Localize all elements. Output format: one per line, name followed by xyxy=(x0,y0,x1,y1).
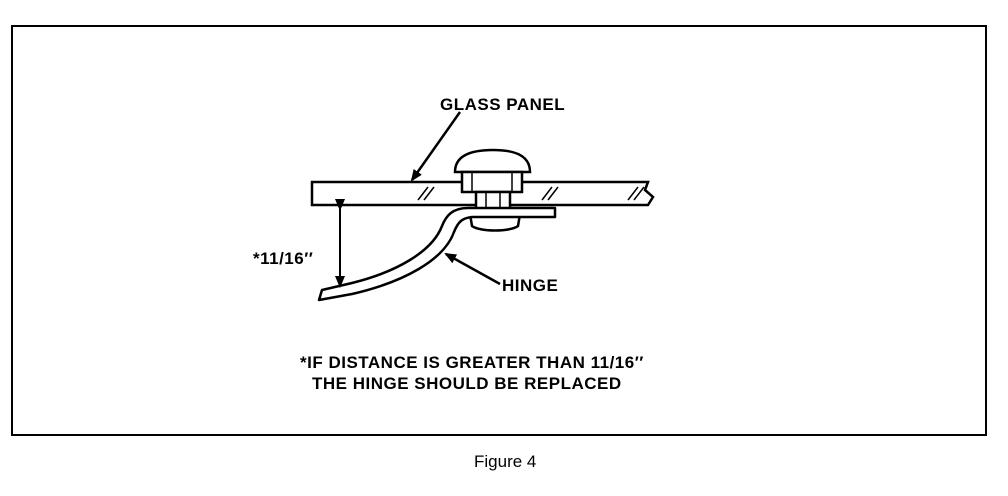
figure-frame xyxy=(11,25,987,436)
hinge-label: HINGE xyxy=(502,276,559,295)
fastener xyxy=(453,148,532,232)
note-line-2: THE HINGE SHOULD BE REPLACED xyxy=(312,374,622,393)
note-line-1: *IF DISTANCE IS GREATER THAN 11/16′′ xyxy=(300,353,644,372)
figure-caption: Figure 4 xyxy=(474,452,537,471)
leader-arrows xyxy=(410,111,501,286)
hinge xyxy=(317,206,557,302)
dimension-label: *11/16′′ xyxy=(253,249,314,268)
glass-panel-label: GLASS PANEL xyxy=(440,95,566,114)
